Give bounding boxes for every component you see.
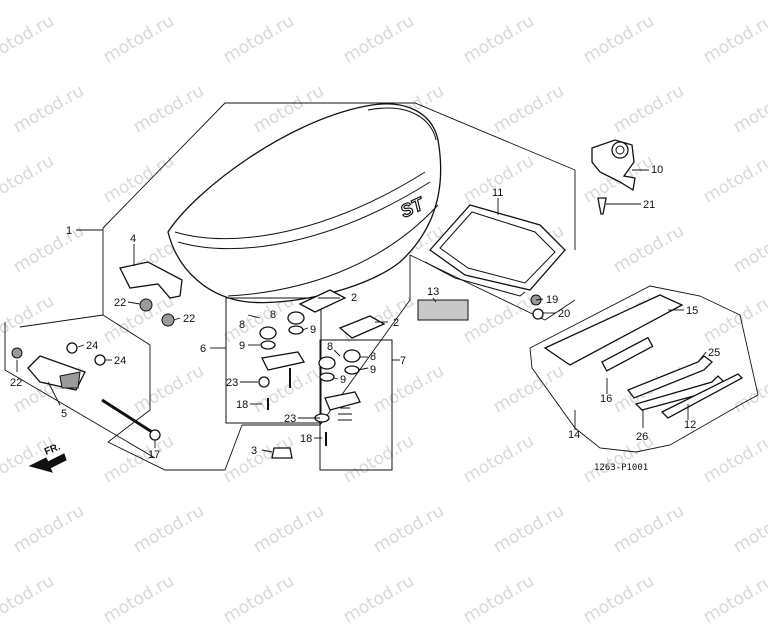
seat-assembly-outline — [4, 102, 576, 471]
watermark-text: motod.ru — [580, 571, 658, 627]
callout-6: 6 — [200, 343, 206, 355]
callout-10: 10 — [651, 164, 663, 176]
callout-9c: 9 — [340, 374, 346, 386]
callout-8b: 8 — [270, 309, 276, 321]
callout-22b: 22 — [183, 313, 195, 325]
seat: ST — [167, 103, 442, 304]
plate-lower — [338, 315, 386, 339]
long-bolt — [101, 398, 161, 441]
watermark-text: motod.ru — [220, 571, 298, 627]
callouts: 1 2 2 3 4 5 6 7 8 8 8 8 9 9 9 9 10 11 12… — [10, 164, 720, 461]
seat-lock — [591, 139, 636, 192]
callout-22c: 22 — [10, 377, 22, 389]
callout-7: 7 — [400, 355, 406, 367]
callout-18b: 18 — [300, 433, 312, 445]
callout-1: 1 — [66, 225, 72, 237]
callout-18a: 18 — [236, 399, 248, 411]
callout-8a: 8 — [239, 319, 245, 331]
callout-2b: 2 — [393, 317, 399, 329]
callout-9d: 9 — [370, 364, 376, 376]
hinge-right — [314, 339, 393, 471]
seat-parts-diagram: ST — [4, 102, 759, 473]
callout-9a: 9 — [239, 340, 245, 352]
watermark-text: motod.ru — [340, 571, 418, 627]
callout-17: 17 — [148, 449, 160, 461]
callout-25: 25 — [708, 347, 720, 359]
grommet — [271, 447, 293, 459]
nut-22b — [161, 313, 175, 327]
callout-19: 19 — [546, 294, 558, 306]
callout-15: 15 — [686, 305, 698, 317]
callout-24a: 24 — [86, 340, 98, 352]
front-direction-label: FR. — [43, 441, 62, 457]
callout-8c: 8 — [327, 341, 333, 353]
nut-22c — [11, 347, 23, 359]
hinge-bracket — [119, 261, 183, 299]
callout-8d: 8 — [370, 351, 376, 363]
storage-tray — [424, 204, 566, 297]
nut-22a — [139, 298, 153, 312]
watermark-text: motod.ru — [700, 571, 768, 627]
callout-21: 21 — [643, 199, 655, 211]
callout-5: 5 — [61, 408, 67, 420]
callout-24b: 24 — [114, 355, 126, 367]
callout-4: 4 — [130, 233, 136, 245]
callout-3: 3 — [251, 445, 257, 457]
screwdriver-12 — [660, 373, 744, 419]
callout-22a: 22 — [114, 297, 126, 309]
tool-kit — [529, 285, 759, 453]
callout-20: 20 — [558, 308, 570, 320]
callout-13: 13 — [427, 286, 439, 298]
watermark-text: motod.ru — [460, 571, 538, 627]
callout-23b: 23 — [284, 413, 296, 425]
callout-12: 12 — [684, 419, 696, 431]
callout-14: 14 — [568, 429, 580, 441]
label-sticker — [417, 299, 469, 321]
bolt-24a — [66, 342, 78, 354]
callout-2a: 2 — [351, 292, 357, 304]
watermark-text: motod.ru — [100, 571, 178, 627]
callout-16: 16 — [600, 393, 612, 405]
watermark-text: motod.ru — [0, 571, 58, 627]
diagram-code: 1263-P1001 — [594, 463, 648, 473]
callout-26: 26 — [636, 431, 648, 443]
front-direction-arrow: FR. — [28, 441, 67, 473]
bolt-24b — [94, 354, 106, 366]
screw-20 — [532, 308, 544, 320]
plate-upper — [298, 289, 347, 313]
callout-23a: 23 — [226, 377, 238, 389]
leader-lines — [16, 169, 707, 453]
lock-screw — [597, 197, 607, 215]
callout-11: 11 — [492, 187, 503, 199]
tool-handle — [601, 336, 654, 372]
callout-9b: 9 — [310, 324, 316, 336]
tool-bag — [543, 294, 684, 366]
